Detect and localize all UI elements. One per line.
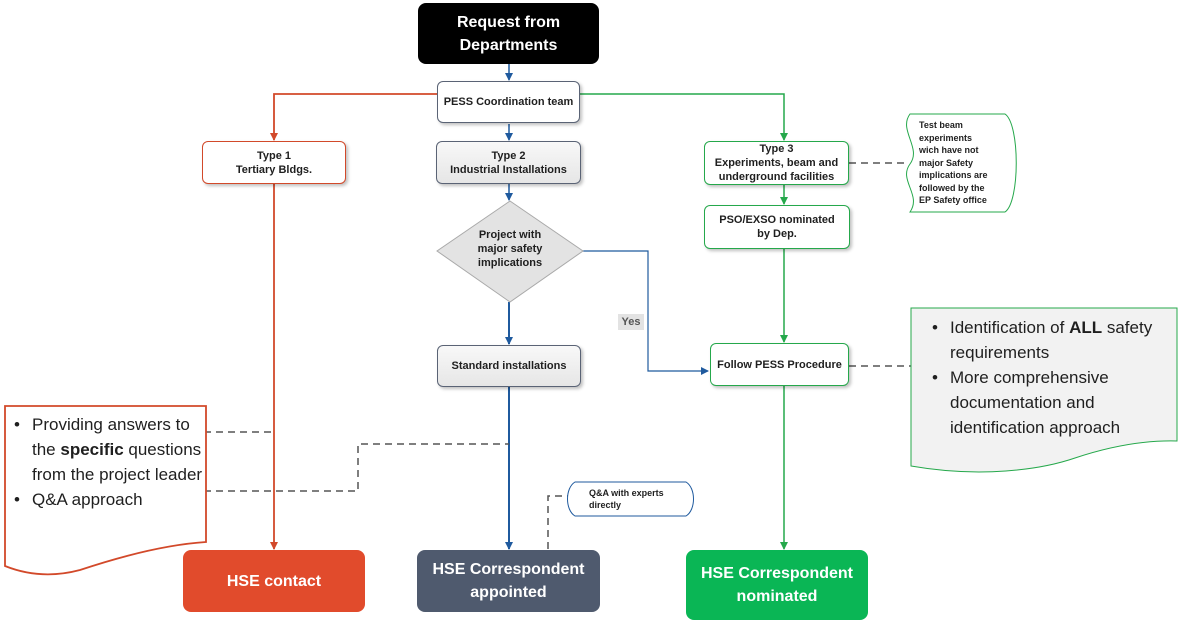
right-note-item-1: Identification of ALL safety requirement… — [926, 315, 1166, 365]
testbeam-note-text: Test beam experiments wich have not majo… — [919, 120, 988, 205]
right-note-item-2: More comprehensive documentation and ide… — [926, 365, 1166, 440]
qa-note-shape — [567, 481, 694, 517]
request-from-departments: Request from Departments — [418, 3, 599, 64]
arrow-coordination-to-type1 — [270, 93, 437, 141]
left-note: Providing answers to the specific questi… — [8, 412, 204, 512]
decision-diamond — [436, 200, 584, 303]
left-note-item-2: Q&A approach — [8, 487, 204, 512]
type3-experiments: Type 3 Experiments, beam and underground… — [704, 141, 849, 185]
type1-tertiary: Type 1 Tertiary Bldgs. — [202, 141, 346, 184]
testbeam-note-shape — [906, 113, 1017, 213]
hse-correspondent-nominated: HSE Correspondent nominated — [686, 550, 868, 620]
arrow-coordination-to-type3 — [580, 93, 788, 141]
right-note: Identification of ALL safety requirement… — [926, 315, 1166, 440]
yes-label: Yes — [618, 314, 644, 330]
standard-installations: Standard installations — [437, 345, 581, 387]
pess-coordination-team: PESS Coordination team — [437, 81, 580, 123]
follow-pess-procedure: Follow PESS Procedure — [710, 343, 849, 386]
dashed-connectors — [204, 162, 912, 549]
left-note-item-1: Providing answers to the specific questi… — [8, 412, 204, 487]
decision-label: Project with major safety implications — [477, 229, 543, 269]
pso-exso-nominated: PSO/EXSO nominated by Dep. — [704, 205, 850, 249]
hse-contact: HSE contact — [183, 550, 365, 612]
qa-experts-note-text: Q&A with experts directly — [589, 488, 664, 510]
hse-correspondent-appointed: HSE Correspondent appointed — [417, 550, 600, 612]
arrow-decision-yes-to-follow — [583, 250, 709, 375]
type2-industrial: Type 2 Industrial Installations — [436, 141, 581, 184]
